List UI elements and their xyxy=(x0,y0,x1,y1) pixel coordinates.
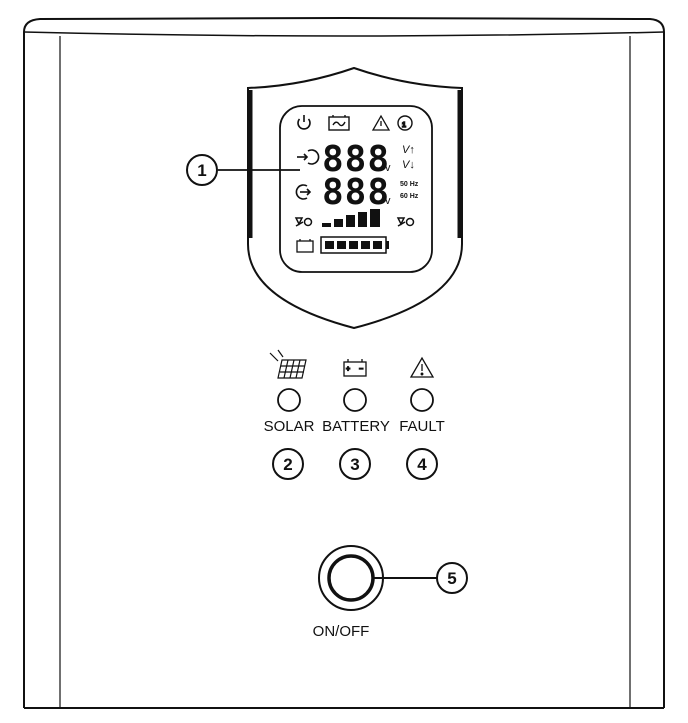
lcd-freq-60: 60 Hz xyxy=(400,193,419,200)
callout-1: 1 xyxy=(186,154,300,186)
lcd-volt-up: V↑ xyxy=(402,144,415,156)
battery-level-gauge xyxy=(320,236,389,254)
lcd-digits-bottom: 888 xyxy=(322,172,390,213)
lcd-screen: 1 888 v V↑ V↓ 888 v 50 Hz 60 Hz xyxy=(279,105,433,273)
svg-text:1: 1 xyxy=(402,122,406,129)
callout-2: 2 xyxy=(272,448,304,480)
solar-panel-icon xyxy=(269,349,307,379)
lcd-freq-50: 50 Hz xyxy=(400,181,419,188)
load-icon-right xyxy=(396,217,415,227)
lcd-unit-bottom: v xyxy=(385,195,391,207)
solar-led xyxy=(277,388,301,412)
ac-output-icon xyxy=(295,184,312,200)
callout-5-number: 5 xyxy=(447,569,456,588)
callout-3-number: 3 xyxy=(350,455,359,474)
callout-1-number: 1 xyxy=(197,161,206,180)
battery-label: BATTERY xyxy=(322,418,390,435)
svg-text:−: − xyxy=(359,366,363,373)
warning-icon xyxy=(409,356,435,378)
ac-input-icon xyxy=(297,149,320,165)
power-button-label: ON/OFF xyxy=(313,623,370,640)
lcd-digits-top: 888 xyxy=(322,139,390,180)
callout-5: 5 xyxy=(372,562,468,594)
lcd-warning-icon xyxy=(371,114,391,131)
lcd-volt-down: V↓ xyxy=(402,159,415,171)
callout-2-number: 2 xyxy=(283,455,292,474)
callout-4-number: 4 xyxy=(417,455,427,474)
callout-4: 4 xyxy=(406,448,438,480)
device-housing xyxy=(23,16,665,709)
fault-led xyxy=(410,388,434,412)
load-icon-left xyxy=(294,217,313,227)
power-button[interactable] xyxy=(318,545,384,611)
overload-icon: 1 xyxy=(397,115,413,131)
lcd-battery-icon xyxy=(296,239,314,253)
battery-led xyxy=(343,388,367,412)
battery-icon: + − xyxy=(343,359,367,377)
fault-label: FAULT xyxy=(399,418,445,435)
solar-label: SOLAR xyxy=(264,418,315,435)
svg-text:+: + xyxy=(346,366,350,373)
lcd-unit-top: v xyxy=(385,162,391,174)
load-level-bars xyxy=(322,209,380,227)
battery-mode-icon xyxy=(328,115,350,131)
callout-3: 3 xyxy=(339,448,371,480)
power-icon xyxy=(297,115,311,130)
